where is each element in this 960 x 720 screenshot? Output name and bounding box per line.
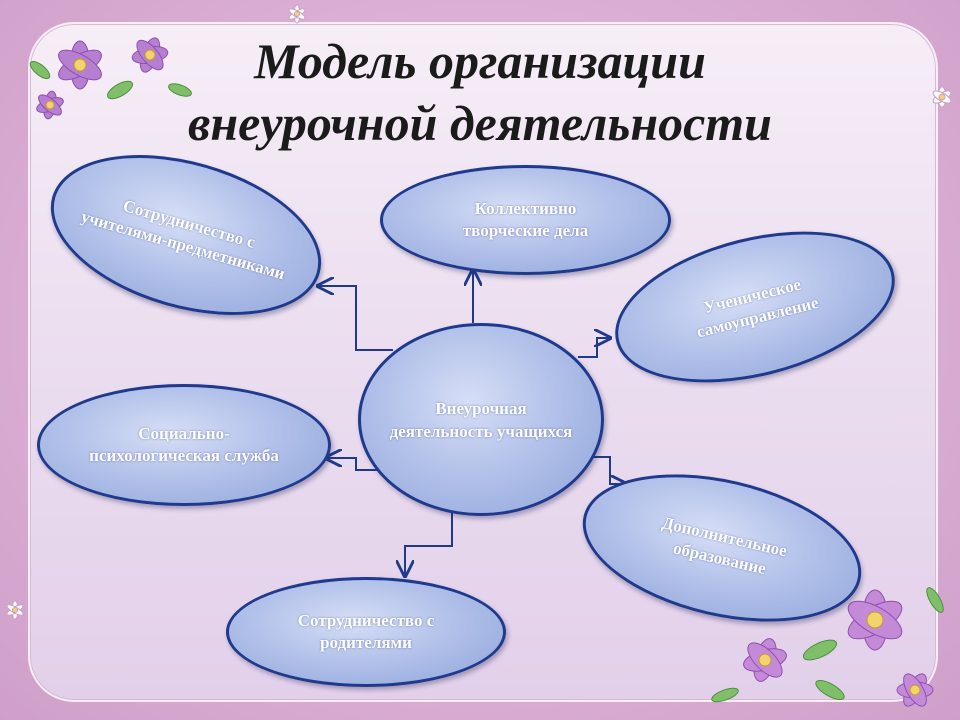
node-psych-service: Социально-психологическая служба <box>37 384 331 506</box>
node-psych-service-label: Социально-психологическая служба <box>89 424 279 465</box>
node-parents-label: Сотрудничество с родителями <box>297 611 435 652</box>
connector-to-additional-education <box>592 456 626 484</box>
title-line-2: внеурочной деятельности <box>188 95 772 151</box>
page-title: Модель организации внеурочной деятельнос… <box>0 30 960 154</box>
center-node-label: Внеурочная деятельность учащихся <box>389 398 573 441</box>
title-line-1: Модель организации <box>254 33 706 89</box>
connector-to-teachers <box>318 286 393 351</box>
connector-to-psych-service <box>326 458 383 471</box>
node-parents-cooperation: Сотрудничество с родителями <box>226 577 506 687</box>
center-node-extracurricular-activity: Внеурочная деятельность учащихся <box>358 323 604 516</box>
connector-to-parents <box>405 512 453 576</box>
connector-to-self-government <box>578 338 610 358</box>
node-creative-label: Коллективно творческие дела <box>462 199 589 240</box>
node-collective-creative: Коллективно творческие дела <box>380 165 671 275</box>
